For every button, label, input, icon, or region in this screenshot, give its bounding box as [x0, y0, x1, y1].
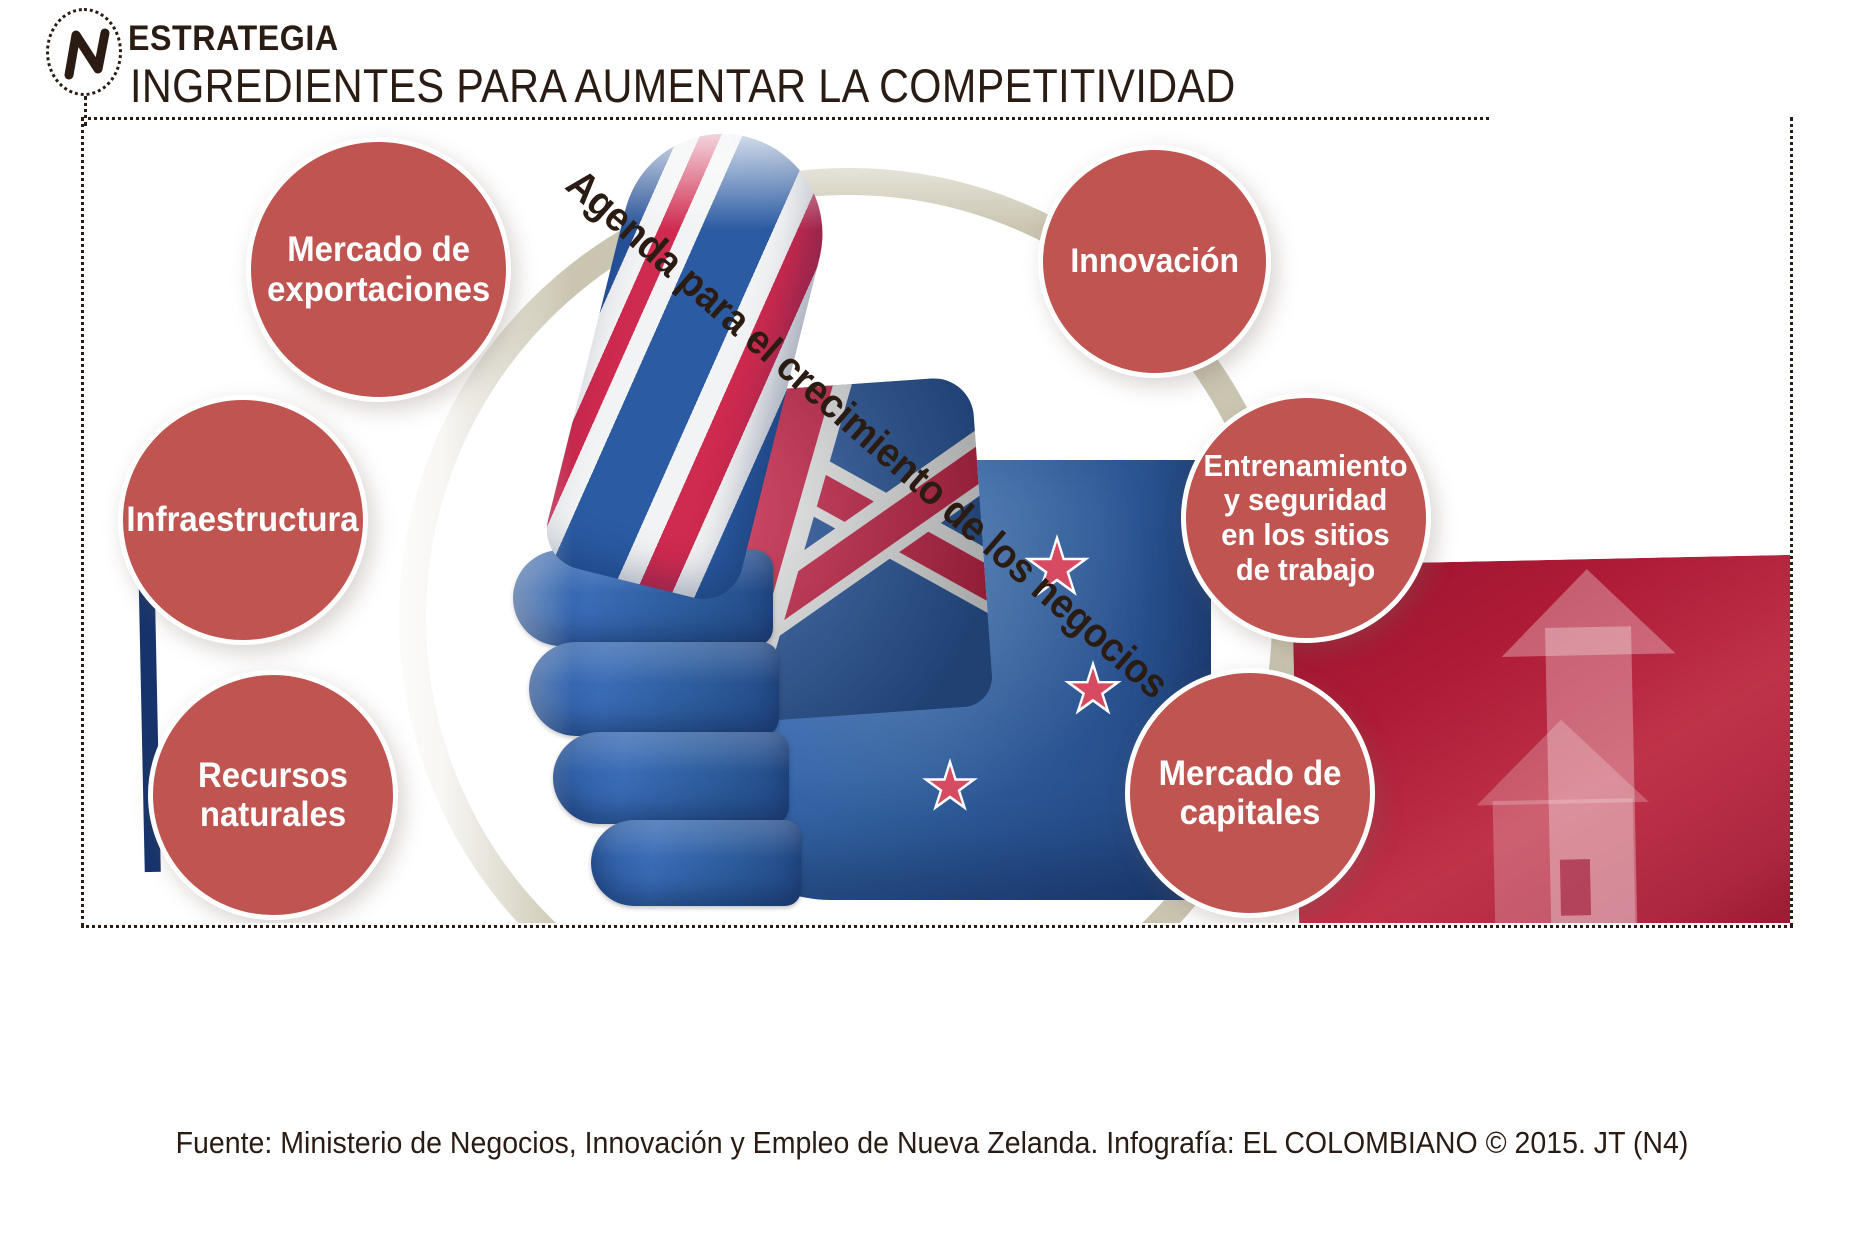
logo-n-glyph-icon [64, 28, 110, 80]
bubble-mercado-de-exportaciones[interactable]: Mercado de exportaciones [246, 137, 511, 402]
bubble-label: Infraestructura [126, 500, 360, 540]
hand-fade-top [413, 120, 1173, 230]
header: ESTRATEGIA INGREDIENTES PARA AUMENTAR LA… [0, 0, 1864, 128]
finger-icon [553, 732, 789, 824]
bubble-label: Mercado de capitales [1158, 753, 1342, 832]
infographic-stage: Agenda para el crecimiento de los negoci… [83, 120, 1790, 923]
bubble-label: Mercado de exportaciones [266, 230, 491, 309]
bubble-innovacion[interactable]: Innovación [1038, 145, 1271, 378]
page-title: INGREDIENTES PARA AUMENTAR LA COMPETITIV… [130, 59, 1236, 112]
bubble-infraestructura[interactable]: Infraestructura [118, 395, 368, 645]
bubble-label: Recursos naturales [198, 755, 348, 834]
house-window-icon [1559, 859, 1592, 916]
bubble-label: Entrenamiento y seguridad en los sitios … [1203, 447, 1409, 587]
bubble-recursos-naturales[interactable]: Recursos naturales [148, 670, 398, 920]
source-attribution: Fuente: Ministerio de Negocios, Innovaci… [175, 1125, 1689, 1160]
content-frame-border [81, 117, 1489, 927]
new-zealand-flag-thumbs-up-hand-icon [373, 120, 1211, 923]
content-frame-border-bottom [81, 925, 1793, 928]
compass-n-logo-icon [46, 8, 122, 96]
section-eyebrow: ESTRATEGIA [128, 19, 339, 58]
bubble-entrenamiento-y-seguridad[interactable]: Entrenamiento y seguridad en los sitios … [1181, 393, 1431, 643]
finger-icon [591, 820, 801, 906]
content-frame-border-right [1790, 117, 1793, 927]
logo-connector-line [84, 96, 87, 126]
bubble-label: Innovación [1070, 242, 1239, 281]
bubble-mercado-de-capitales[interactable]: Mercado de capitales [1125, 668, 1375, 918]
house-roof-icon [1474, 717, 1649, 806]
